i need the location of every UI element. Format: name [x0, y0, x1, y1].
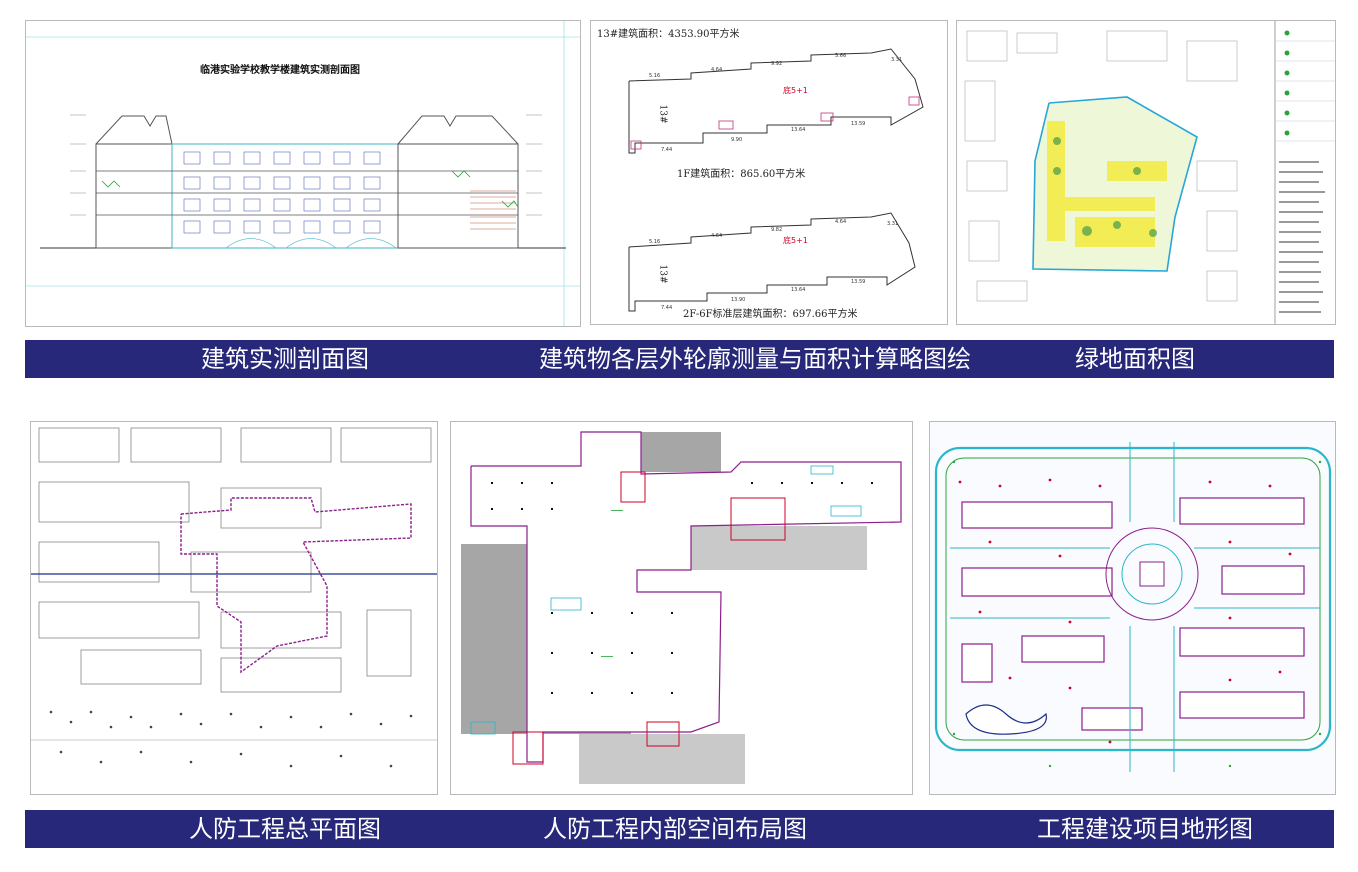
area-outline-drawing: 5.164.649.925.663.31 7.449.9013.6413.59 …: [628, 48, 924, 312]
svg-text:9.92: 9.92: [771, 61, 782, 67]
caption-topographic-map: 工程建设项目地形图: [1037, 815, 1253, 843]
green-area-map-panel: [956, 20, 1336, 325]
section-drawing: [26, 21, 580, 326]
svg-text:7.44: 7.44: [661, 305, 672, 311]
svg-text:5.66: 5.66: [835, 53, 846, 59]
topographic-map-panel: [929, 421, 1336, 795]
caption-air-defense-layout: 人防工程内部空间布局图: [543, 815, 807, 843]
caption-area-outline: 建筑物各层外轮廓测量与面积计算略图绘: [539, 345, 971, 373]
section-drawing-panel: 临港实验学校教学楼建筑实测剖面图: [25, 20, 581, 327]
svg-text:13.90: 13.90: [731, 297, 745, 303]
svg-text:3.31: 3.31: [887, 221, 898, 227]
total-area-label: 13#建筑面积：4353.90平方米: [597, 29, 740, 40]
building-id-top: 13#: [657, 104, 668, 124]
floor1-area-label: 1F建筑面积：865.60平方米: [677, 169, 806, 180]
air-defense-layout-panel: ━━━━ ━━━━: [450, 421, 913, 795]
svg-text:9.90: 9.90: [731, 137, 742, 143]
svg-text:4.64: 4.64: [711, 233, 722, 239]
caption-green-area: 绿地面积图: [1075, 345, 1195, 373]
section-drawing-title: 临港实验学校教学楼建筑实测剖面图: [200, 65, 360, 76]
svg-text:5.16: 5.16: [649, 239, 660, 245]
svg-text:7.44: 7.44: [661, 147, 672, 153]
caption-banner-row1: 建筑实测剖面图 建筑物各层外轮廓测量与面积计算略图绘 绿地面积图: [25, 340, 1334, 378]
caption-banner-row2: 人防工程总平面图 人防工程内部空间布局图 工程建设项目地形图: [25, 810, 1334, 848]
svg-text:━━━━: ━━━━: [610, 508, 624, 514]
topographic-map: [930, 422, 1335, 794]
svg-text:13.64: 13.64: [791, 287, 805, 293]
air-defense-layout: ━━━━ ━━━━: [461, 431, 902, 784]
building-id-bottom: 13#: [657, 264, 668, 284]
svg-text:4.64: 4.64: [711, 67, 722, 73]
svg-text:9.82: 9.82: [771, 227, 782, 233]
caption-air-defense-site-plan: 人防工程总平面图: [189, 815, 381, 843]
svg-text:━━━━: ━━━━: [600, 654, 614, 660]
green-area-map: [964, 21, 1335, 324]
caption-section-drawing: 建筑实测剖面图: [201, 345, 369, 373]
svg-text:13.59: 13.59: [851, 279, 865, 285]
floors-tag-bottom: 底5+1: [783, 236, 808, 245]
air-defense-site-plan-panel: [30, 421, 438, 795]
svg-text:13.59: 13.59: [851, 121, 865, 127]
standard-floor-area-label: 2F-6F标准层建筑面积：697.66平方米: [683, 309, 858, 320]
air-defense-site-plan: [31, 427, 437, 768]
svg-text:13.64: 13.64: [791, 127, 805, 133]
floors-tag-top: 底5+1: [783, 86, 808, 95]
svg-text:5.16: 5.16: [649, 73, 660, 79]
svg-text:3.31: 3.31: [891, 57, 902, 63]
svg-text:4.64: 4.64: [835, 219, 846, 225]
